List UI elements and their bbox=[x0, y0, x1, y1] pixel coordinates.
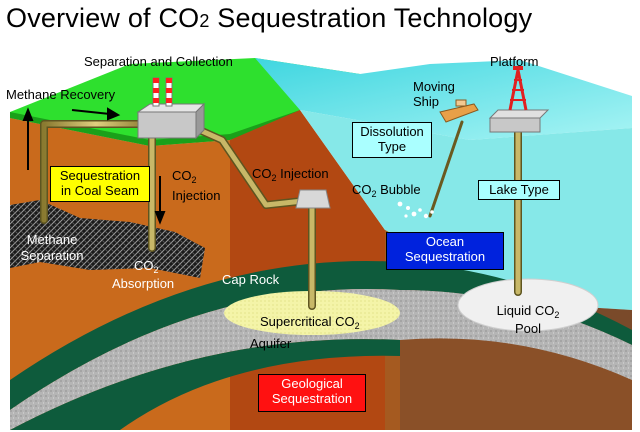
methane-recovery-label: Methane Recovery bbox=[6, 87, 116, 102]
liquid-co2-label-1: Liquid CO2 bbox=[496, 303, 560, 320]
earth-top-edge bbox=[10, 110, 300, 146]
ocean-sequestration-line-1: Ocean bbox=[425, 234, 465, 249]
pipes bbox=[40, 120, 522, 310]
supercritical-co2-zone bbox=[224, 291, 400, 335]
methane-separation-label-1: Methane bbox=[26, 232, 78, 247]
coal-seam-line-1: Sequestration bbox=[59, 168, 141, 183]
ocean-sequestration-box: Ocean Sequestration bbox=[386, 232, 504, 270]
dissolution-type-line-2: Type bbox=[377, 139, 407, 154]
coal-seam bbox=[10, 200, 205, 278]
liquid-co2-label-2: Pool bbox=[514, 321, 542, 336]
supercritical-co2-label: Supercritical CO2 bbox=[260, 314, 360, 331]
layer-right-continuation bbox=[400, 262, 632, 345]
dissolution-type-line-1: Dissolution bbox=[360, 124, 424, 139]
dissolution-type-box: Dissolution Type bbox=[352, 122, 432, 158]
moving-label: Moving bbox=[413, 79, 455, 94]
aquifer-label: Aquifer bbox=[250, 336, 292, 351]
co2-bubble-label: CO2 Bubble bbox=[352, 182, 421, 199]
cap-rock-label: Cap Rock bbox=[222, 272, 280, 287]
flow-arrows bbox=[22, 107, 166, 225]
lake-type-box: Lake Type bbox=[478, 180, 560, 200]
co2-absorption-label-1: CO2 bbox=[134, 258, 159, 275]
co2-absorption-label-2: Absorption bbox=[112, 276, 175, 291]
geological-sequestration-box: Geological Sequestration bbox=[258, 374, 366, 412]
co2-injection-left-label: CO2 bbox=[172, 168, 197, 185]
separation-collection-label: Separation and Collection bbox=[84, 54, 233, 69]
moving-ship bbox=[439, 99, 479, 123]
co2-injection-left-label-2: Injection bbox=[172, 188, 221, 203]
geological-line-1: Geological bbox=[281, 376, 343, 391]
cap-rock-lower bbox=[10, 339, 400, 430]
coal-seam-sequestration-box: Sequestration in Coal Seam bbox=[50, 166, 150, 202]
separation-facility bbox=[136, 77, 206, 140]
liquid-co2-pool bbox=[457, 278, 599, 332]
cap-rock-layer bbox=[10, 260, 400, 410]
ocean-water-side bbox=[300, 110, 632, 310]
co2-bubbles bbox=[397, 201, 434, 219]
offshore-platform bbox=[488, 66, 550, 133]
co2-injection-mid-label: CO2 Injection bbox=[252, 166, 329, 183]
injection-head bbox=[295, 189, 331, 209]
page-title: Overview of CO2 Sequestration Technology bbox=[6, 3, 533, 33]
geological-line-2: Sequestration bbox=[271, 391, 353, 406]
ship-label: Ship bbox=[413, 94, 440, 109]
coal-seam-line-2: in Coal Seam bbox=[60, 183, 140, 198]
platform-label: Platform bbox=[490, 54, 539, 69]
aquifer-right bbox=[400, 290, 632, 380]
methane-separation-label-2: Separation bbox=[20, 248, 84, 263]
ocean-sequestration-line-2: Sequestration bbox=[404, 249, 486, 264]
